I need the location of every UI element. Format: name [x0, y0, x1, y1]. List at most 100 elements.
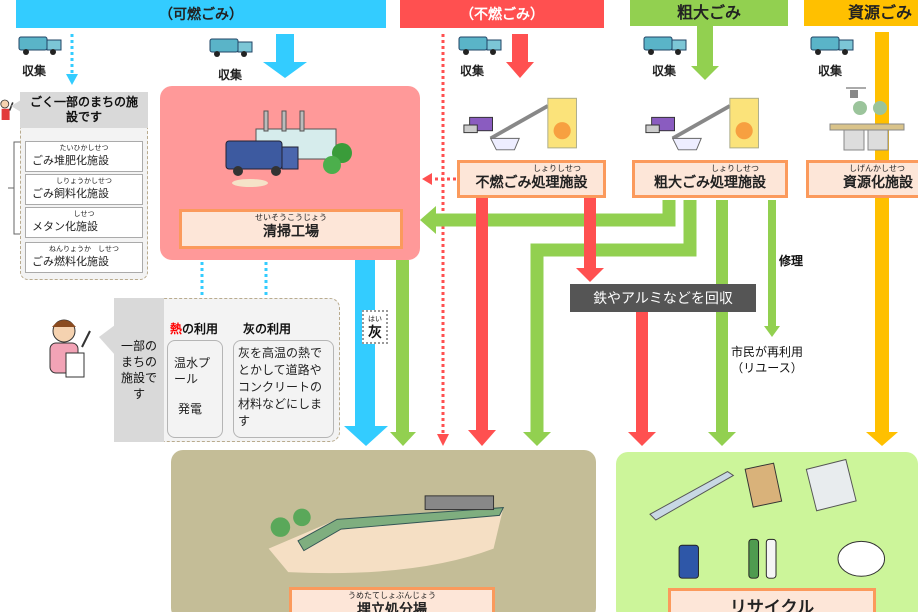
header-burnable: （可燃ごみ）: [16, 0, 386, 28]
sorting-workers-icon: [829, 87, 905, 151]
burnable-arrow-head: [263, 62, 307, 78]
header-bulky-label: 粗大ごみ: [676, 3, 741, 22]
heat-use-title: 熱の利用: [170, 320, 218, 337]
bulky-facility-name: 粗大ごみ処理施設: [654, 175, 766, 191]
repair-label: 修理: [779, 254, 804, 268]
nonburnable-to-incinerator-arrowhead: [422, 173, 432, 185]
nonburnable-to-metal-shaft: [584, 198, 596, 270]
bracket-icon: [8, 141, 20, 235]
reuse-label: 市民が再利用（リユース）: [731, 344, 803, 376]
ruby: しょりしせつ: [533, 164, 581, 173]
repair-shaft: [768, 200, 776, 328]
header-resource: 資源ごみ: [804, 0, 918, 26]
ruby: ねんりょうか しせつ: [49, 245, 119, 253]
landfill-site-icon: [268, 495, 505, 574]
nonburnable-dotted-arrowhead: [437, 434, 449, 446]
ruby: たいひかしせつ: [59, 144, 109, 152]
facility-compost: たいひかしせつごみ堆肥化施設: [25, 141, 143, 172]
header-burnable-label: （可燃ごみ）: [159, 7, 243, 23]
bulky-to-landfill-line: [530, 200, 697, 432]
nonburnable-arrow-head: [506, 62, 534, 78]
resource-facility-label: しげんかしせつ資源化施設: [806, 160, 918, 198]
incinerator-label: せいそうこうじょう清掃工場: [179, 209, 403, 249]
facility-methane: しせつメタン化施設: [25, 207, 143, 238]
resource-facility-name: 資源化施設: [843, 175, 913, 191]
nonburnable-to-landfill-head: [468, 430, 496, 446]
speech-tail-icon: [99, 325, 115, 355]
nonburnable-facility-label: しょりしせつ不燃ごみ処理施設: [457, 160, 606, 198]
ash-label: はい灰: [362, 310, 388, 344]
metal-to-recycle-head: [628, 432, 656, 446]
crusher-machine-icon: [463, 97, 577, 151]
resource-arrow-head: [866, 432, 898, 446]
facility-name: メタン化施設: [32, 220, 98, 233]
ruby: はい: [368, 315, 382, 323]
repair-head: [764, 326, 780, 337]
header-resource-label: 資源ごみ: [847, 3, 912, 22]
burnable-arrow-shaft: [276, 34, 294, 62]
advisor-person-icon: [0, 99, 14, 120]
landfill-name: 埋立処分場: [357, 602, 427, 612]
ruby: しょりしせつ: [711, 164, 759, 173]
some-towns-note-title: 一部のまちの施設です: [120, 339, 157, 401]
bulky-arrow-shaft: [697, 26, 713, 66]
bulky-to-incinerator-line: [436, 200, 676, 227]
heat-use-item-pool: 温水プール: [174, 356, 211, 386]
heat-use-rest: の利用: [182, 322, 219, 336]
ash-use-box: 灰を高温の熱でとかして道路やコンクリートの材料などにします: [233, 340, 334, 438]
ruby: しりょうかしせつ: [56, 177, 112, 185]
bulky-to-landfill-head: [523, 432, 551, 446]
collect-label: 収集: [218, 68, 243, 82]
incinerator-name: 清掃工場: [263, 224, 319, 240]
nonburnable-arrow-shaft: [512, 34, 528, 62]
metal-recovery-label: 鉄やアルミなどを回収: [593, 291, 733, 307]
heat-use-item-power: 発電: [178, 402, 203, 416]
facility-name: ごみ飼料化施設: [32, 187, 109, 200]
incinerator-green-head: [390, 432, 416, 446]
ash-label-name: 灰: [368, 325, 382, 341]
header-bulky: 粗大ごみ: [630, 0, 788, 26]
incinerator-green-shaft: [396, 260, 409, 432]
collect-label: 収集: [460, 64, 485, 78]
garbage-truck-icon: [458, 36, 502, 55]
heat-char: 熱: [170, 322, 183, 336]
burnable-dotted-arrowhead: [66, 74, 78, 85]
bulky-arrow-head: [691, 66, 719, 80]
facility-fuel: ねんりょうか しせつごみ燃料化施設: [25, 242, 143, 273]
garbage-truck-icon: [209, 38, 253, 57]
bulky-to-recycle-shaft: [716, 200, 728, 434]
ruby: うめたてしょぶんじょう: [348, 591, 436, 600]
teacher-person-icon: [49, 319, 91, 378]
header-nonburnable-label: （不燃ごみ）: [460, 7, 544, 23]
ash-use-title: 灰の利用: [243, 322, 292, 336]
metal-to-recycle-shaft: [636, 310, 648, 434]
recycle-label: リサイクル: [668, 588, 876, 612]
header-nonburnable: （不燃ごみ）: [400, 0, 604, 28]
crusher-machine-icon: [645, 97, 759, 151]
bulky-to-recycle-head: [708, 432, 736, 446]
few-towns-note-title-box: ごく一部のまちの施設です: [20, 92, 148, 128]
some-towns-note-title-box: 一部のまちの施設です: [114, 298, 164, 442]
reuse-line2: （リユース）: [731, 361, 803, 375]
ruby: せいそうこうじょう: [255, 213, 327, 222]
recycle-items-icon: [649, 458, 886, 579]
garbage-truck-icon: [643, 36, 687, 55]
nonburnable-facility-name: 不燃ごみ処理施設: [475, 175, 588, 191]
nonburnable-to-landfill-shaft: [476, 198, 488, 432]
facility-name: ごみ堆肥化施設: [32, 154, 109, 167]
facility-feed: しりょうかしせつごみ飼料化施設: [25, 174, 143, 205]
collect-label: 収集: [818, 64, 843, 78]
bulky-facility-label: しょりしせつ粗大ごみ処理施設: [632, 160, 788, 198]
incinerator-plant-icon: [225, 110, 352, 187]
ruby: しせつ: [73, 210, 95, 218]
bulky-to-incinerator-head: [420, 206, 436, 234]
heat-use-box: 温水プール 発電: [167, 340, 223, 438]
ash-arrow-head: [344, 426, 388, 446]
collect-label: 収集: [652, 64, 677, 78]
landfill-label: うめたてしょぶんじょう埋立処分場: [289, 587, 495, 612]
ash-use-text: 灰を高温の熱でとかして道路やコンクリートの材料などにします: [238, 346, 323, 428]
nonburnable-to-metal-head: [576, 268, 604, 282]
speech-tail-icon: [11, 100, 21, 112]
garbage-truck-icon: [18, 36, 62, 55]
garbage-truck-icon: [810, 36, 854, 55]
